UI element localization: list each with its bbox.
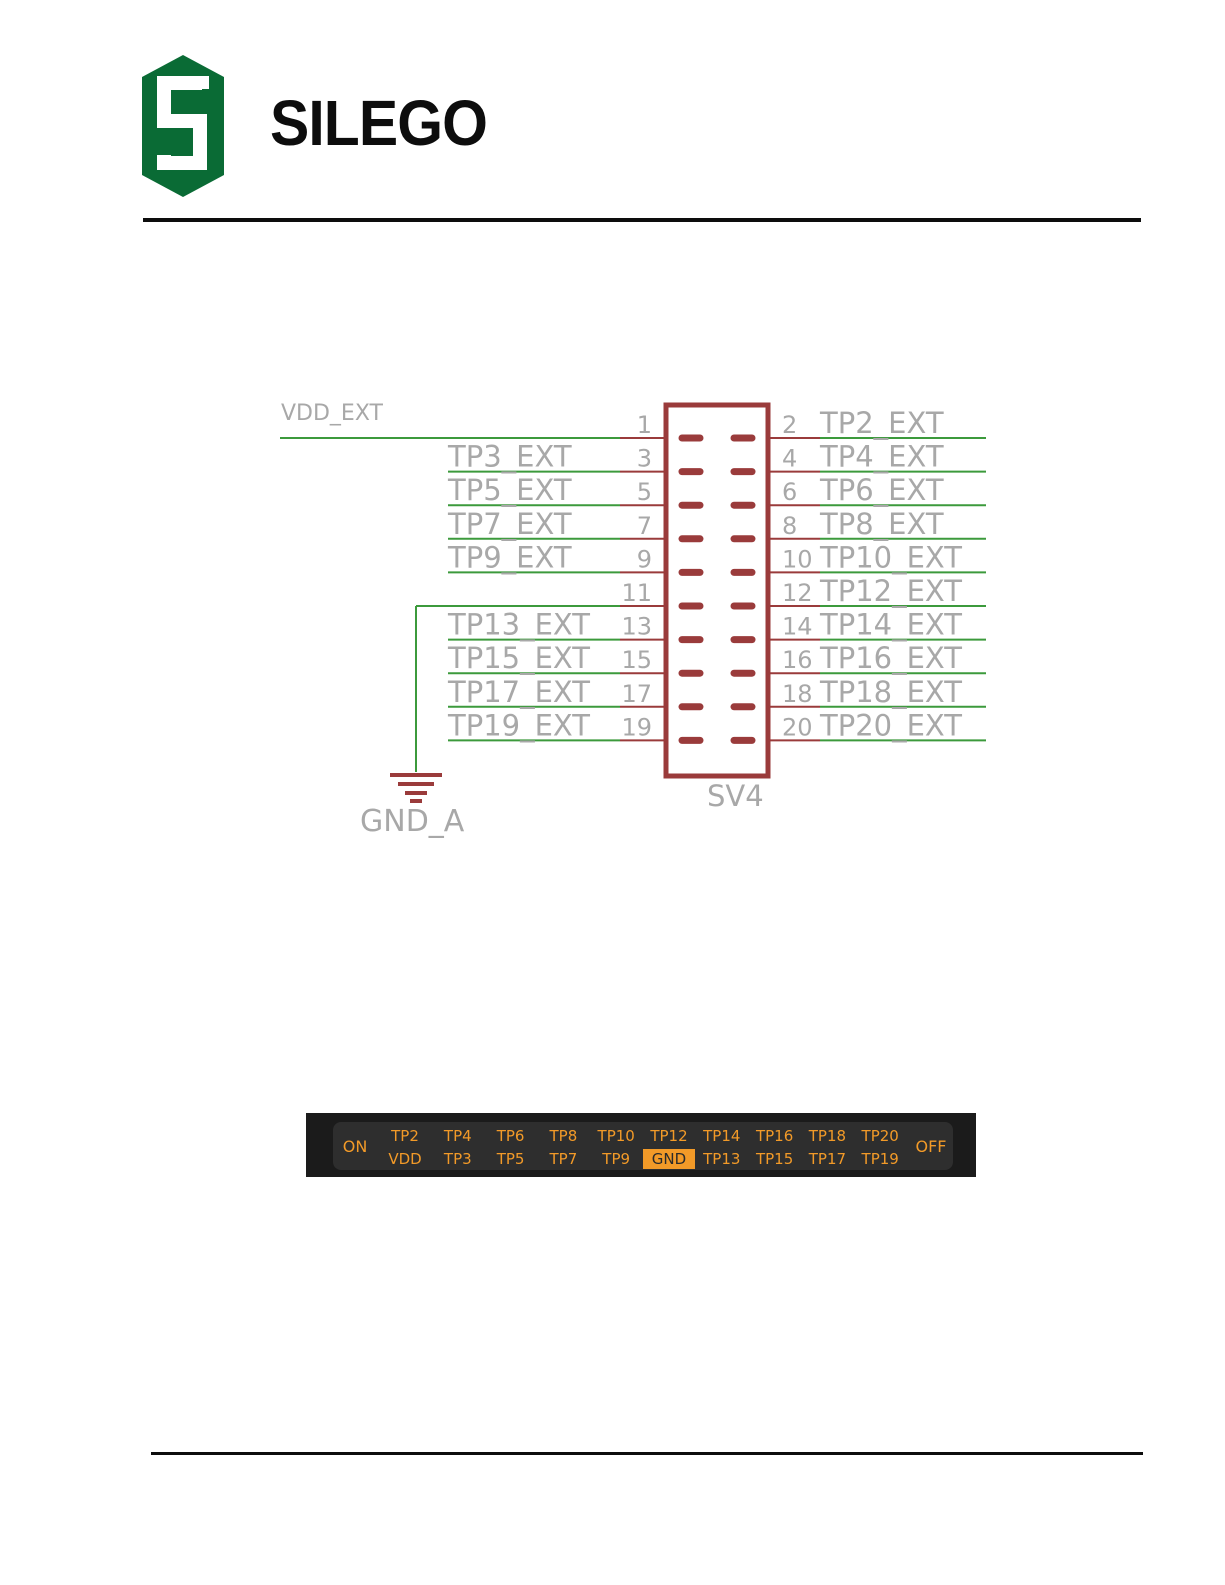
net-label: TP7_EXT — [447, 507, 572, 541]
tp-toggle-tp18[interactable]: TP18 — [808, 1127, 847, 1145]
net-label: TP6_EXT — [819, 473, 944, 507]
net-label: TP5_EXT — [447, 473, 572, 507]
pin-number: 19 — [621, 713, 652, 741]
tp-toggle-tp16[interactable]: TP16 — [755, 1127, 794, 1145]
gnd-label: GND_A — [360, 804, 465, 839]
pin-number: 14 — [782, 613, 813, 641]
tp-toggle-tp9[interactable]: TP9 — [602, 1150, 631, 1168]
net-label: TP12_EXT — [819, 574, 962, 608]
tp-toggle-tp14[interactable]: TP14 — [703, 1127, 741, 1145]
net-label: TP15_EXT — [447, 641, 590, 675]
pin-number: 3 — [637, 445, 652, 473]
footer-divider — [151, 1452, 1143, 1455]
tp-toggle-tp17[interactable]: TP17 — [808, 1150, 847, 1168]
brand-name: SILEGO — [270, 87, 488, 159]
vdd-label: VDD_EXT — [281, 401, 384, 426]
net-label: TP16_EXT — [819, 641, 962, 675]
tp-toggle-tp20[interactable]: TP20 — [861, 1127, 899, 1145]
net-label: TP9_EXT — [447, 540, 572, 574]
connector-name: SV4 — [707, 779, 764, 813]
pin-number: 8 — [782, 512, 797, 540]
pin-number: 17 — [621, 680, 652, 708]
tp-toggle-vdd[interactable]: VDD — [388, 1150, 422, 1168]
tp-toggle-tp19[interactable]: TP19 — [861, 1150, 899, 1168]
net-label: TP8_EXT — [819, 507, 944, 541]
tp-toggle-tp6[interactable]: TP6 — [496, 1127, 525, 1145]
pin-number: 1 — [637, 411, 652, 439]
off-button[interactable]: OFF — [915, 1137, 947, 1156]
net-label: TP19_EXT — [447, 708, 590, 742]
pin-number: 6 — [782, 478, 797, 506]
net-label: TP20_EXT — [819, 708, 962, 742]
pin-number: 5 — [637, 478, 652, 506]
pin-number: 9 — [637, 545, 652, 573]
net-label: TP2_EXT — [819, 406, 944, 440]
net-label: TP17_EXT — [447, 675, 590, 709]
pin-number: 15 — [621, 646, 652, 674]
tp-toggle-tp3[interactable]: TP3 — [443, 1150, 472, 1168]
tp-toggle-tp5[interactable]: TP5 — [496, 1150, 525, 1168]
ground-symbol-icon — [390, 773, 442, 803]
tp-toggle-tp2[interactable]: TP2 — [391, 1127, 419, 1145]
tp-toggle-tp15[interactable]: TP15 — [755, 1150, 794, 1168]
pin-number: 10 — [782, 545, 813, 573]
tp-toggle-gnd[interactable]: GND — [643, 1149, 695, 1169]
connector-body — [663, 402, 771, 779]
pin-number: 20 — [782, 713, 813, 741]
net-label: TP3_EXT — [447, 440, 572, 474]
net-label: TP18_EXT — [819, 675, 962, 709]
connector-schematic: 13TP3_EXT5TP5_EXT7TP7_EXT9TP9_EXT1113TP1… — [280, 401, 986, 839]
pin-number: 4 — [782, 445, 797, 473]
pin-number: 13 — [621, 613, 652, 641]
net-label: TP10_EXT — [819, 540, 962, 574]
pin-number: 18 — [782, 680, 813, 708]
on-button[interactable]: ON — [342, 1137, 368, 1156]
tp-toggle-tp12[interactable]: TP12 — [650, 1127, 688, 1145]
tp-toggle-tp4[interactable]: TP4 — [443, 1127, 472, 1145]
pin-number: 16 — [782, 646, 813, 674]
tp-toggle-tp13[interactable]: TP13 — [703, 1150, 741, 1168]
tp-toggle-tp7[interactable]: TP7 — [549, 1150, 578, 1168]
pin-number: 11 — [621, 579, 652, 607]
pin-number: 12 — [782, 579, 813, 607]
net-label: TP4_EXT — [819, 440, 944, 474]
net-label: TP14_EXT — [819, 608, 962, 642]
pin-number: 7 — [637, 512, 652, 540]
net-label: TP13_EXT — [447, 608, 590, 642]
silego-logo-icon — [142, 55, 224, 197]
tp-toggle-tp8[interactable]: TP8 — [549, 1127, 578, 1145]
pin-number: 2 — [782, 411, 797, 439]
tp-toggle-tp10[interactable]: TP10 — [597, 1127, 635, 1145]
header-divider — [143, 218, 1141, 222]
